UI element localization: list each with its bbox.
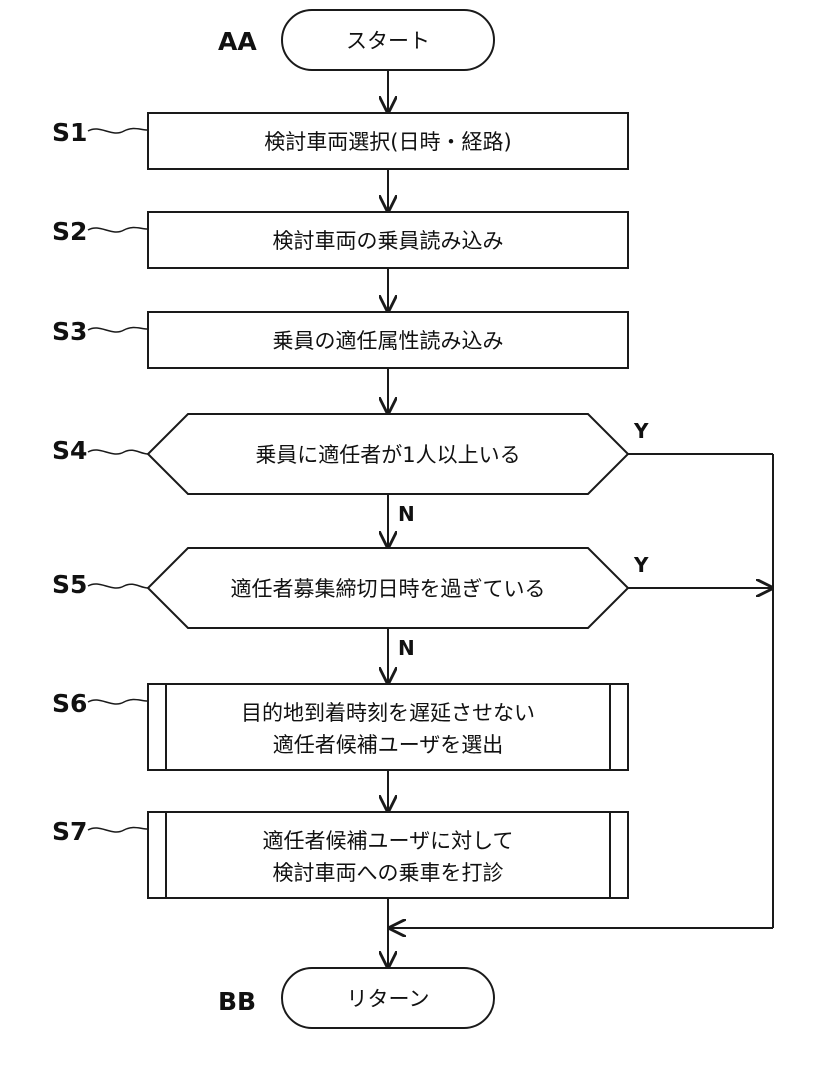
- process-label-s6-line2: 適任者候補ユーザを選出: [273, 733, 504, 757]
- process-label-s3: 乗員の適任属性読み込み: [273, 329, 504, 353]
- leader-line-s7: [88, 827, 148, 832]
- no-label-s5: N: [398, 636, 415, 660]
- process-box-s7: 適任者候補ユーザに対して 検討車両への乗車を打診: [148, 812, 628, 898]
- leader-line-s4: [88, 450, 148, 454]
- yes-label-s5: Y: [633, 553, 649, 577]
- decision-s5: 適任者募集締切日時を過ぎている: [148, 548, 628, 628]
- yes-label-s4: Y: [633, 419, 649, 443]
- step-ref-s2: S2: [52, 217, 87, 246]
- leader-line-s5: [88, 584, 148, 588]
- process-label-s2: 検討車両の乗員読み込み: [273, 229, 504, 253]
- leader-line-s1: [88, 128, 148, 133]
- start-label: スタート: [346, 29, 430, 53]
- decision-label-s5: 適任者募集締切日時を過ぎている: [231, 577, 546, 601]
- no-label-s4: N: [398, 502, 415, 526]
- process-box-s6: 目的地到着時刻を遅延させない 適任者候補ユーザを選出: [148, 684, 628, 770]
- step-ref-s6: S6: [52, 689, 87, 718]
- process-label-s7-line2: 検討車両への乗車を打診: [273, 861, 504, 885]
- step-ref-s4: S4: [52, 436, 87, 465]
- step-ref-s3: S3: [52, 317, 87, 346]
- end-terminal: リターン: [282, 968, 494, 1028]
- start-ref-label: AA: [218, 27, 257, 56]
- process-label-s1: 検討車両選択(日時・経路): [264, 130, 511, 154]
- process-label-s6-line1: 目的地到着時刻を遅延させない: [241, 701, 535, 725]
- step-ref-s7: S7: [52, 817, 87, 846]
- decision-label-s4: 乗員に適任者が1人以上いる: [255, 443, 520, 467]
- decision-s4: 乗員に適任者が1人以上いる: [148, 414, 628, 494]
- step-ref-s5: S5: [52, 570, 87, 599]
- process-box-s3: 乗員の適任属性読み込み: [148, 312, 628, 368]
- leader-line-s3: [88, 327, 148, 332]
- step-ref-s1: S1: [52, 118, 87, 147]
- process-label-s7-line1: 適任者候補ユーザに対して: [263, 829, 514, 853]
- leader-line-s2: [88, 227, 148, 232]
- end-label: リターン: [347, 987, 430, 1011]
- leader-line-s6: [88, 699, 148, 704]
- process-box-s1: 検討車両選択(日時・経路): [148, 113, 628, 169]
- start-terminal: スタート: [282, 10, 494, 70]
- end-ref-label: BB: [218, 987, 256, 1016]
- process-box-s2: 検討車両の乗員読み込み: [148, 212, 628, 268]
